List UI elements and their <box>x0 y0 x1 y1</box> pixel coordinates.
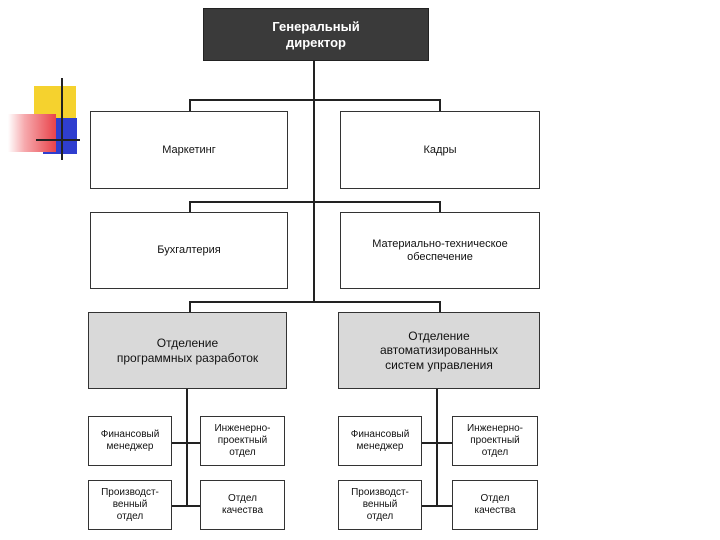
connector-left-production <box>171 505 187 507</box>
connector-row3-left <box>189 301 191 313</box>
connector-right-spine <box>436 389 438 506</box>
connector-left-spine <box>186 389 188 506</box>
logistics-box: Материально-техническое обеспечение <box>340 212 540 289</box>
deco-horizontal-line <box>36 139 80 141</box>
connector-row2-h <box>189 201 440 203</box>
automation-division-box: Отделение автоматизированных систем упра… <box>338 312 540 389</box>
connector-trunk <box>313 60 315 302</box>
connector-row2-left <box>189 201 191 213</box>
left-quality-box: Отдел качества <box>200 480 285 530</box>
connector-right-engineering <box>437 442 453 444</box>
connector-right-quality <box>437 505 453 507</box>
deco-vertical-line <box>61 78 63 160</box>
connector-left-quality <box>187 505 201 507</box>
left-finance-box: Финансовый менеджер <box>88 416 172 466</box>
connector-left-engineering <box>187 442 201 444</box>
right-finance-box: Финансовый менеджер <box>338 416 422 466</box>
accounting-box: Бухгалтерия <box>90 212 288 289</box>
deco-red-square <box>8 114 56 152</box>
connector-row1-h <box>189 99 440 101</box>
connector-right-finance <box>421 442 437 444</box>
hr-box: Кадры <box>340 111 540 189</box>
ceo-box: Генеральный директор <box>203 8 429 61</box>
right-production-box: Производст- венный отдел <box>338 480 422 530</box>
connector-left-finance <box>171 442 187 444</box>
right-quality-box: Отдел качества <box>452 480 538 530</box>
connector-row1-right <box>439 99 441 112</box>
connector-row3-right <box>439 301 441 313</box>
connector-row2-right <box>439 201 441 213</box>
left-engineering-box: Инженерно- проектный отдел <box>200 416 285 466</box>
software-division-box: Отделение программных разработок <box>88 312 287 389</box>
connector-row1-left <box>189 99 191 112</box>
right-engineering-box: Инженерно- проектный отдел <box>452 416 538 466</box>
connector-right-production <box>421 505 437 507</box>
marketing-box: Маркетинг <box>90 111 288 189</box>
left-production-box: Производст- венный отдел <box>88 480 172 530</box>
connector-row3-h <box>189 301 440 303</box>
